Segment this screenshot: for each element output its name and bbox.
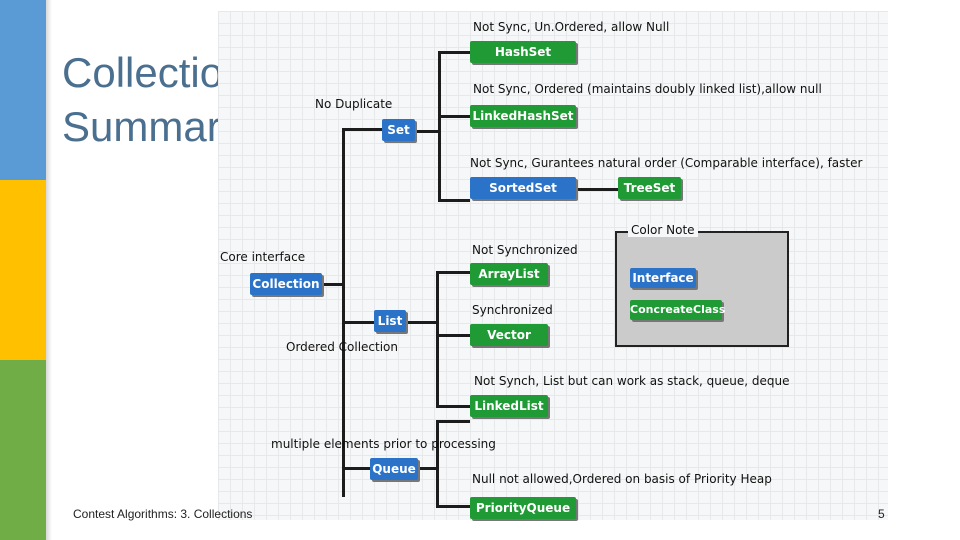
accent-bar-blue [0,0,46,180]
connector-list-branch [436,271,439,407]
connector-queue-linkedlist [436,420,470,423]
color-note-legend [615,231,789,347]
core-interface-label: Core interface [220,250,306,264]
vector-note: Synchronized [472,303,553,317]
connector-priorityqueue [436,505,470,508]
arraylist-class-box: ArrayList [470,263,548,285]
queue-interface-box: Queue [370,458,418,480]
collection-hierarchy-diagram: Core interface No Duplicate Ordered Coll… [218,11,888,520]
sortedset-interface-box: SortedSet [470,177,576,199]
connector-trunk-set [342,128,382,131]
connector-vector [436,334,470,337]
set-interface-box: Set [382,119,415,141]
connector-queue-stub [418,467,438,470]
list-note: Ordered Collection [286,340,399,354]
set-note: No Duplicate [315,97,393,111]
connector-trunk-queue [342,467,374,470]
connector-trunk-list [342,321,374,324]
legend-interface-swatch: Interface [630,268,696,288]
hashset-note: Not Sync, Un.Ordered, allow Null [473,20,670,34]
list-interface-box: List [374,310,406,332]
accent-bar-green [0,360,46,540]
connector-list-stub [406,321,438,324]
connector-linkedhashset [438,115,470,118]
collection-interface-box: Collection [250,273,322,295]
connector-set-stub [415,130,440,133]
linkedlist-class-box: LinkedList [470,395,548,417]
connector-hashset [438,51,470,54]
connector-trunk [342,130,345,497]
slide-title-line-2: Summary [62,103,242,150]
connector-sortedset-treeset [576,188,618,191]
accent-bar-yellow [0,180,46,360]
linkedhashset-class-box: LinkedHashSet [470,105,576,127]
treeset-class-box: TreeSet [618,177,681,199]
connector-queue-branch [436,420,439,507]
connector-arraylist [436,271,470,274]
priorityqueue-note: Null not allowed,Ordered on basis of Pri… [472,472,772,486]
priorityqueue-class-box: PriorityQueue [470,497,576,519]
linkedhashset-note: Not Sync, Ordered (maintains doubly link… [473,82,822,96]
slide-title-line-1: Collection [62,49,247,96]
slide-footer: Contest Algorithms: 3. Collections [73,507,253,521]
sortedset-note: Not Sync, Gurantees natural order (Compa… [470,156,863,170]
legend-class-swatch: ConcreateClass [630,300,725,320]
page-number: 5 [878,507,885,521]
hashset-class-box: HashSet [470,41,576,63]
accent-bar-shadow [46,0,52,540]
slide-title: Collection Summary [62,46,246,154]
connector-collection-trunk [322,283,344,286]
color-note-title: Color Note [628,223,698,237]
connector-linkedlist [436,405,470,408]
connector-set-branch [438,51,441,201]
linkedlist-note: Not Synch, List but can work as stack, q… [474,374,790,388]
queue-note: multiple elements prior to processing [271,437,496,451]
arraylist-note: Not Synchronized [472,243,578,257]
connector-sortedset [438,199,470,202]
vector-class-box: Vector [470,324,548,346]
